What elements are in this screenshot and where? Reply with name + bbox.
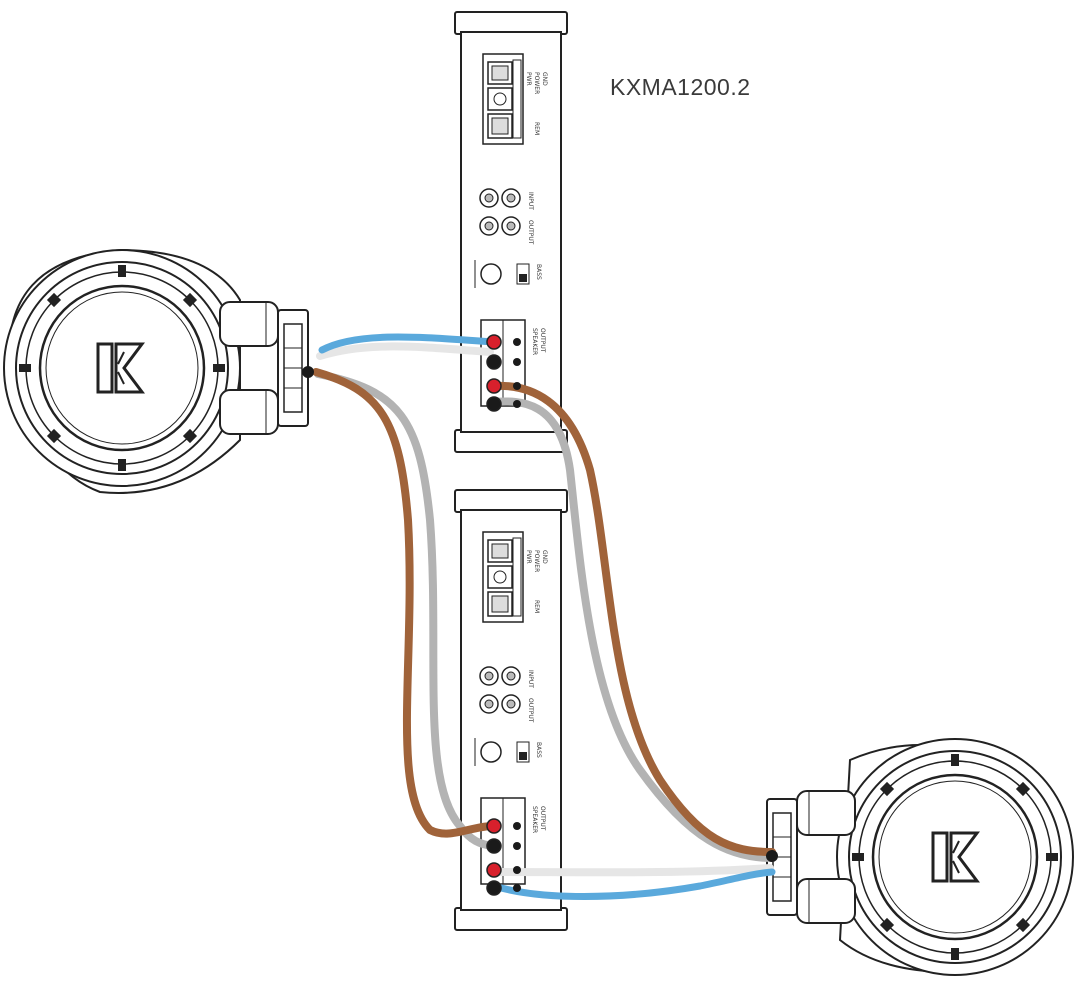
amp-top-speaker-terminals xyxy=(486,334,521,412)
wire-right-blue xyxy=(490,868,776,900)
amp-bottom-speaker-terminals xyxy=(486,818,521,896)
subwoofer-right xyxy=(766,737,1075,977)
wire-right-light xyxy=(490,864,774,877)
amplifier-model-label: KXMA1200.2 xyxy=(610,74,751,100)
amplifier-bottom xyxy=(454,489,568,931)
subwoofer-left xyxy=(2,248,309,494)
wire-left-blue xyxy=(318,333,498,354)
wire-left-light xyxy=(316,342,494,360)
wire-right-gray xyxy=(490,397,776,862)
wire-left-brown xyxy=(312,368,498,838)
wire-right-brown xyxy=(490,381,776,856)
